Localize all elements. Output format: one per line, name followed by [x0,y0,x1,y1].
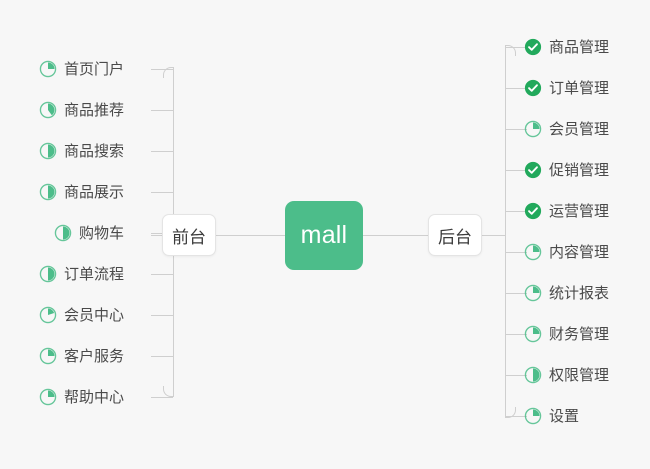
leaf-connector [151,192,173,193]
leaf-connector [151,110,173,111]
leaf-connector [505,88,527,89]
node-front-office-label: 前台 [172,227,206,247]
branch-corner-bottom [163,386,174,397]
pie-progress-icon [39,101,57,119]
leaf-item[interactable]: 促销管理 [524,158,609,182]
leaf-item-label: 订单流程 [63,265,124,283]
leaf-item-label: 首页门户 [63,60,124,78]
pie-progress-icon [524,243,542,261]
leaf-item[interactable]: 设置 [524,404,579,428]
leaf-item-label: 会员管理 [549,120,610,138]
leaf-connector [151,397,173,398]
leaf-item[interactable]: 会员中心 [39,303,124,327]
leaf-connector [505,129,527,130]
pie-progress-icon [39,142,57,160]
leaf-item-label: 帮助中心 [63,388,124,406]
branch-corner-bottom [505,407,516,418]
pie-progress-icon [39,306,57,324]
leaf-item[interactable]: 客户服务 [39,344,124,368]
leaf-item-label: 财务管理 [549,325,610,343]
leaf-item-label: 订单管理 [549,79,610,97]
leaf-item-label: 权限管理 [549,366,610,384]
leaf-item[interactable]: 权限管理 [524,363,609,387]
leaf-item-label: 会员中心 [63,306,124,324]
leaf-connector [151,315,173,316]
link-front-to-root [216,235,285,236]
leaf-item[interactable]: 帮助中心 [39,385,124,409]
leaf-item-label: 客户服务 [63,347,124,365]
leaf-item-label: 运营管理 [549,202,610,220]
leaf-item-label: 统计报表 [549,284,610,302]
pie-progress-icon [39,347,57,365]
leaf-connector [151,69,173,70]
leaf-item[interactable]: 会员管理 [524,117,609,141]
leaf-item-label: 商品管理 [549,38,610,56]
leaf-connector [505,47,527,48]
leaf-item[interactable]: 订单流程 [39,262,124,286]
leaf-item[interactable]: 商品管理 [524,35,609,59]
leaf-item-label: 商品推荐 [63,101,124,119]
pie-progress-icon [39,183,57,201]
pie-progress-icon [524,120,542,138]
pie-progress-icon [524,284,542,302]
leaf-connector [505,375,527,376]
pie-progress-icon [524,366,542,384]
leaf-item-label: 促销管理 [549,161,610,179]
leaf-connector [505,211,527,212]
check-circle-icon [524,202,542,220]
leaf-connector [151,356,173,357]
node-root-mall[interactable]: mall [285,201,363,270]
check-circle-icon [524,161,542,179]
leaf-connector [505,293,527,294]
leaf-item-label: 内容管理 [549,243,610,261]
leaf-item[interactable]: 统计报表 [524,281,609,305]
pie-progress-icon [54,224,72,242]
pie-progress-icon [524,325,542,343]
leaf-item[interactable]: 商品搜索 [39,139,124,163]
leaf-item[interactable]: 财务管理 [524,322,609,346]
node-root-mall-label: mall [300,221,348,249]
leaf-item-label: 购物车 [78,224,124,242]
branch-corner-top [163,67,174,78]
leaf-connector [505,252,527,253]
leaf-item[interactable]: 首页门户 [39,57,124,81]
branch-spine [505,45,506,418]
link-back-to-branch [482,235,505,236]
node-back-office[interactable]: 后台 [428,214,482,256]
branch-corner-top [505,45,516,56]
node-front-office[interactable]: 前台 [162,214,216,256]
leaf-connector [505,170,527,171]
leaf-connector [151,151,173,152]
leaf-connector [505,334,527,335]
link-root-to-back [363,235,428,236]
leaf-item-label: 设置 [549,407,580,425]
pie-progress-icon [524,407,542,425]
leaf-item[interactable]: 商品推荐 [39,98,124,122]
pie-progress-icon [39,265,57,283]
leaf-connector [505,416,527,417]
node-back-office-label: 后台 [438,227,472,247]
leaf-item[interactable]: 内容管理 [524,240,609,264]
leaf-item-label: 商品搜索 [63,142,124,160]
leaf-connector [151,274,173,275]
leaf-item[interactable]: 商品展示 [39,180,124,204]
leaf-item[interactable]: 订单管理 [524,76,609,100]
leaf-item-label: 商品展示 [63,183,124,201]
check-circle-icon [524,79,542,97]
check-circle-icon [524,38,542,56]
pie-progress-icon [39,60,57,78]
pie-progress-icon [39,388,57,406]
leaf-item[interactable]: 购物车 [54,221,124,245]
leaf-item[interactable]: 运营管理 [524,199,609,223]
